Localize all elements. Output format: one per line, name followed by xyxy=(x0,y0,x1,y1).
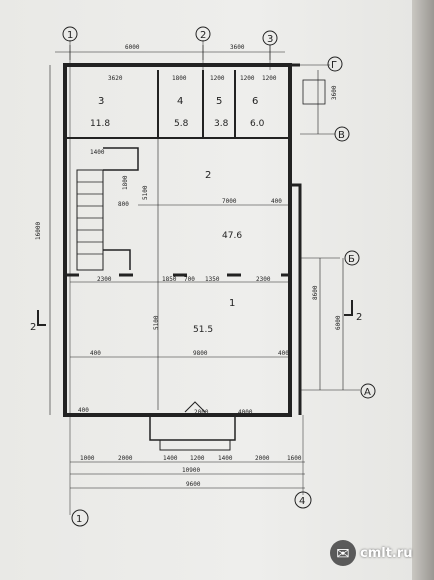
dim-bottom-1400a: 1400 xyxy=(163,455,178,462)
axis-label-4-bottom: 4 xyxy=(299,496,305,507)
room-4-area: 5.8 xyxy=(174,119,189,129)
dim-bottom-9600: 9600 xyxy=(186,481,201,488)
axis-label-3-top: 3 xyxy=(267,34,273,45)
dim-1850: 1850 xyxy=(162,276,177,283)
right-wing-wall xyxy=(288,65,302,415)
dim-1350: 1350 xyxy=(205,276,220,283)
drawing-sheet xyxy=(0,0,418,580)
room-4-number: 4 xyxy=(177,96,183,107)
dim-room-1200b: 1200 xyxy=(240,75,255,82)
staircase xyxy=(76,169,104,271)
axis-label-1-bottom: 1 xyxy=(76,514,82,525)
dim-room-1800: 1800 xyxy=(172,75,187,82)
dim-bottom-10900: 10900 xyxy=(182,467,200,474)
dim-6000-right: 6000 xyxy=(335,315,342,330)
dim-400-bottom: 400 xyxy=(78,407,89,414)
watermark: ✉ cmlt.ru xyxy=(330,538,426,568)
dim-5100b: 5100 xyxy=(153,315,160,330)
dim-bottom-1400b: 1400 xyxy=(218,455,233,462)
dim-400-mid: 400 xyxy=(271,198,282,205)
dim-16000: 16000 xyxy=(35,222,42,240)
room-6-area: 6.0 xyxy=(250,119,265,129)
dim-room-1200a: 1200 xyxy=(210,75,225,82)
dim-7000: 7000 xyxy=(222,198,237,205)
axis-label-2-top: 2 xyxy=(200,30,206,41)
dim-3600: 3600 xyxy=(230,44,245,51)
axis-label-v: В xyxy=(338,130,345,141)
dim-6000: 6000 xyxy=(125,44,140,51)
sheet-edge xyxy=(412,0,434,580)
section-mark-left: 2 xyxy=(30,322,36,333)
dim-bottom-2000b: 2000 xyxy=(255,455,270,462)
dim-400-right: 400 xyxy=(278,350,289,357)
room-1-area: 51.5 xyxy=(193,325,213,335)
dim-bottom-1200: 1200 xyxy=(190,455,205,462)
dim-700: 700 xyxy=(184,276,195,283)
section-mark-right: 2 xyxy=(356,312,362,323)
dim-2300b: 2300 xyxy=(256,276,271,283)
room-3-area: 11.8 xyxy=(90,119,110,129)
dim-bottom-1000: 1000 xyxy=(80,455,95,462)
dim-2000: 2000 xyxy=(194,409,209,416)
room-5-area: 3.8 xyxy=(214,119,229,129)
dim-1400: 1400 xyxy=(90,149,105,156)
dim-4000: 4000 xyxy=(238,409,253,416)
axis-label-g: Г xyxy=(331,60,337,71)
watermark-logo-icon: ✉ xyxy=(330,540,356,566)
room-1-number: 1 xyxy=(229,298,235,309)
dim-800: 800 xyxy=(118,201,129,208)
dim-3600-right: 3600 xyxy=(331,85,338,100)
room-2-area: 47.6 xyxy=(222,231,242,241)
dim-room-1200c: 1200 xyxy=(262,75,277,82)
dim-1800: 1800 xyxy=(122,175,129,190)
entrance-porch xyxy=(149,415,236,441)
dim-bottom-2000a: 2000 xyxy=(118,455,133,462)
axis-label-a: А xyxy=(364,387,371,398)
dim-room-3620: 3620 xyxy=(108,75,123,82)
dim-bottom-1600: 1600 xyxy=(287,455,302,462)
watermark-text: cmlt.ru xyxy=(360,545,413,561)
outer-wall xyxy=(63,63,292,417)
dim-400-left: 400 xyxy=(90,350,101,357)
dim-2300: 2300 xyxy=(97,276,112,283)
dim-9800: 9800 xyxy=(193,350,208,357)
axis-label-1-top: 1 xyxy=(67,30,73,41)
room-3-number: 3 xyxy=(98,96,104,107)
dim-8600: 8600 xyxy=(312,285,319,300)
dim-5100: 5100 xyxy=(142,185,149,200)
room-2-number: 2 xyxy=(205,170,211,181)
axis-label-b: Б xyxy=(348,254,355,265)
room-5-number: 5 xyxy=(216,96,222,107)
room-6-number: 6 xyxy=(252,96,258,107)
